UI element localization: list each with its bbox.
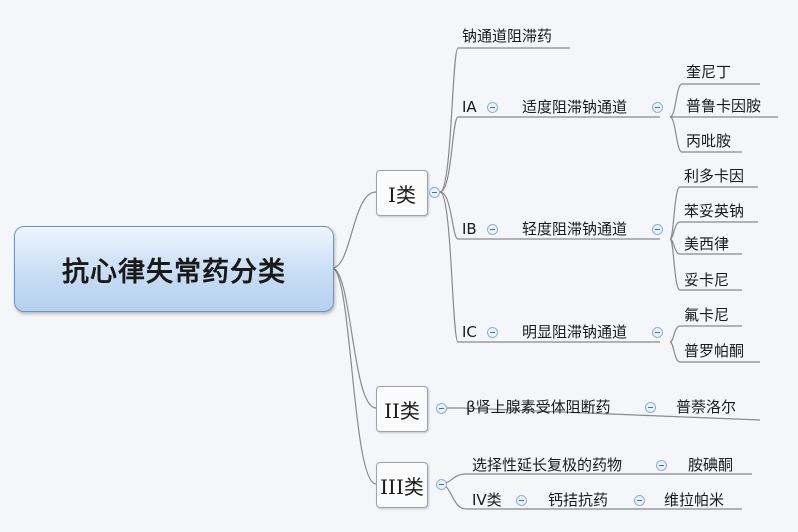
class-iii-desc[interactable]: 选择性延长复极的药物	[472, 456, 623, 474]
drug-leaf[interactable]: 美西律	[684, 235, 730, 253]
collapse-toggle-icon[interactable]	[429, 187, 440, 198]
collapse-toggle-icon[interactable]	[487, 327, 498, 338]
ib-label[interactable]: IB	[462, 220, 477, 238]
drug-leaf[interactable]: 普萘洛尔	[676, 398, 737, 416]
drug-leaf[interactable]: 苯妥英钠	[684, 202, 745, 220]
class-i-node[interactable]: I类	[376, 170, 428, 216]
collapse-toggle-icon[interactable]	[652, 102, 663, 113]
collapse-toggle-icon[interactable]	[652, 327, 663, 338]
ia-label[interactable]: IA	[462, 98, 477, 116]
collapse-toggle-icon[interactable]	[516, 495, 527, 506]
collapse-toggle-icon[interactable]	[487, 224, 498, 235]
drug-leaf[interactable]: 普罗帕酮	[684, 342, 745, 360]
collapse-toggle-icon[interactable]	[436, 403, 447, 414]
drug-leaf[interactable]: 普鲁卡因胺	[686, 97, 762, 115]
collapse-toggle-icon[interactable]	[652, 224, 663, 235]
class-ii-desc[interactable]: β肾上腺素受体阻断药	[466, 398, 611, 416]
drug-leaf[interactable]: 丙吡胺	[686, 132, 732, 150]
class-iv-label[interactable]: IV类	[472, 491, 502, 509]
root-node[interactable]: 抗心律失常药分类	[14, 226, 334, 312]
drug-leaf[interactable]: 妥卡尼	[684, 271, 730, 289]
collapse-toggle-icon[interactable]	[645, 402, 656, 413]
ic-desc[interactable]: 明显阻滞钠通道	[522, 323, 628, 341]
collapse-toggle-icon[interactable]	[634, 495, 645, 506]
drug-leaf[interactable]: 维拉帕米	[664, 491, 725, 509]
sodium-blocker-label[interactable]: 钠通道阻滞药	[462, 27, 553, 45]
class-ii-node[interactable]: II类	[376, 386, 428, 432]
drug-leaf[interactable]: 氟卡尼	[684, 306, 730, 324]
collapse-toggle-icon[interactable]	[436, 479, 447, 490]
ia-desc[interactable]: 适度阻滞钠通道	[522, 98, 628, 116]
drug-leaf[interactable]: 利多卡因	[684, 167, 745, 185]
ic-label[interactable]: IC	[462, 323, 477, 341]
drug-leaf[interactable]: 奎尼丁	[686, 63, 732, 81]
class-iv-desc[interactable]: 钙拮抗药	[548, 491, 609, 509]
class-iii-node[interactable]: III类	[376, 462, 428, 508]
ib-desc[interactable]: 轻度阻滞钠通道	[522, 220, 628, 238]
collapse-toggle-icon[interactable]	[656, 460, 667, 471]
drug-leaf[interactable]: 胺碘酮	[688, 456, 734, 474]
collapse-toggle-icon[interactable]	[487, 102, 498, 113]
